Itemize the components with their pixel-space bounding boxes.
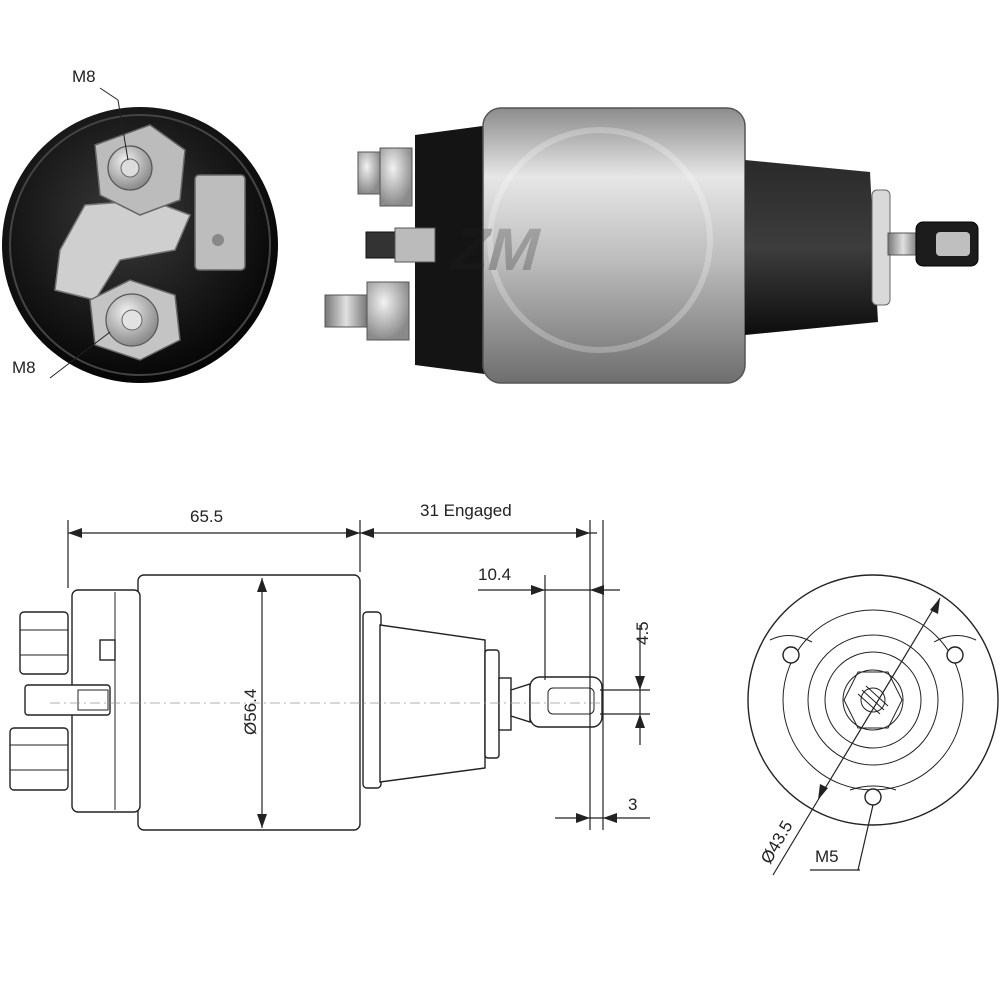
mount-hole-right <box>946 646 964 664</box>
spade-terminal <box>194 174 246 271</box>
upper-stud <box>357 147 413 207</box>
watermark-logo: ZM <box>444 127 713 353</box>
label-m8-top: M8 <box>72 67 96 86</box>
drawing-side-view: 65.5 31 Engaged 10.4 4.5 3 Ø56.4 <box>9 501 652 831</box>
drawing-end-view: Ø43.5 M5 <box>747 574 999 876</box>
dim-offset-label: 10.4 <box>478 565 511 584</box>
plunger-collar <box>871 189 891 306</box>
dim-tip-label: 3 <box>628 795 637 814</box>
dim-slot-label: 4.5 <box>633 621 652 645</box>
dim-diameter-label: Ø56.4 <box>241 689 260 735</box>
dim-length-label: 65.5 <box>190 507 223 526</box>
dim-bolt-circle-label: Ø43.5 <box>757 817 797 867</box>
plunger-rod <box>887 232 919 256</box>
dim-engaged-label: 31 Engaged <box>420 501 512 520</box>
spade-connector <box>365 227 436 263</box>
mount-hole-left <box>782 646 800 664</box>
lower-stud <box>324 281 410 341</box>
label-m5: M5 <box>815 847 839 866</box>
plunger-eye-outline <box>529 676 603 728</box>
svg-text:ZM: ZM <box>444 216 549 283</box>
photo-end-view: M8 M8 <box>2 67 278 383</box>
black-cap <box>415 125 492 375</box>
lower-terminal <box>89 279 181 361</box>
rubber-boot <box>745 160 878 335</box>
photo-side-view: ZM <box>324 107 979 384</box>
mount-hole-bottom <box>864 788 882 806</box>
label-m8-bottom: M8 <box>12 358 36 377</box>
terminal-bracket <box>54 199 191 301</box>
upper-terminal <box>94 124 186 216</box>
